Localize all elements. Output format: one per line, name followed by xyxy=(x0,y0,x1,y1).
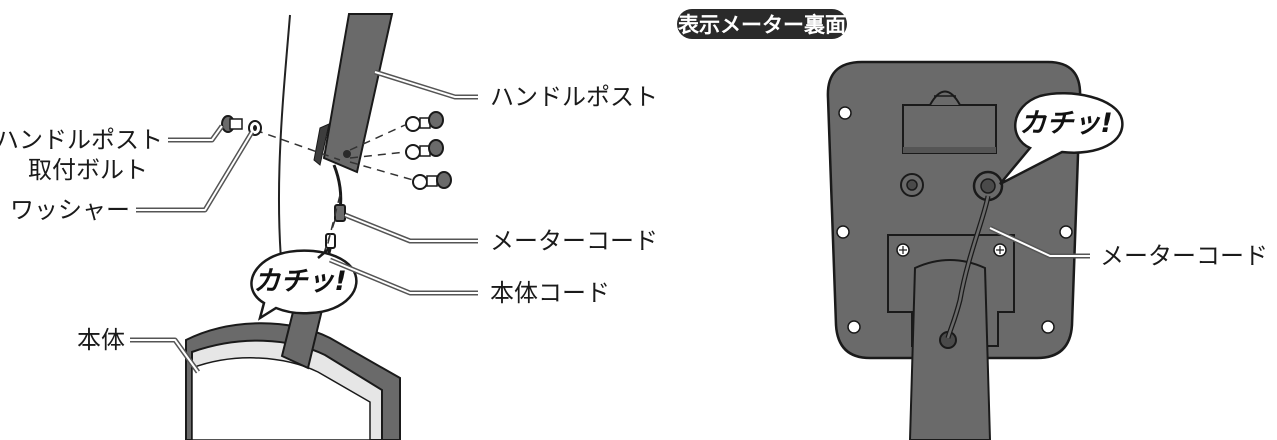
label-body: 本体 xyxy=(77,326,125,354)
meter-cord-connector xyxy=(334,204,346,222)
right-meter-back-illustration: 表示メーター裏面 xyxy=(677,9,1268,440)
click-bubble-left: カチッ! xyxy=(250,247,358,321)
label-body-cord: 本体コード xyxy=(490,279,610,307)
mounting-bolts-right xyxy=(405,111,452,190)
main-body-base xyxy=(185,270,401,440)
meter-support-post xyxy=(908,259,992,440)
label-bolt-line2: 取付ボルト xyxy=(28,156,148,184)
body-cord-connector xyxy=(325,233,336,249)
click-text-left: カチッ! xyxy=(253,266,346,297)
post-cord xyxy=(332,164,343,211)
label-meter-cord-left: メーターコード xyxy=(490,227,658,255)
label-washer: ワッシャー xyxy=(10,196,130,224)
title-badge-text: 表示メーター裏面 xyxy=(678,13,846,37)
alignment-dashes xyxy=(254,124,421,281)
left-assembly-illustration: カチッ! ハンドルポスト ハンドルポスト 取付ボルト ワッシャー メーターコード… xyxy=(0,13,658,440)
label-bolt-line1: ハンドルポスト xyxy=(0,126,163,154)
label-meter-cord-right: メーターコード xyxy=(1100,242,1268,270)
title-badge: 表示メーター裏面 xyxy=(677,9,847,39)
leader-lines-left xyxy=(130,69,478,374)
label-handle-post: ハンドルポスト xyxy=(490,83,658,111)
handle-post-tube xyxy=(313,13,394,174)
click-text-right: カチッ! xyxy=(1019,108,1112,139)
click-bubble-right: カチッ! xyxy=(999,92,1124,186)
mounting-bolt-left xyxy=(221,115,262,136)
